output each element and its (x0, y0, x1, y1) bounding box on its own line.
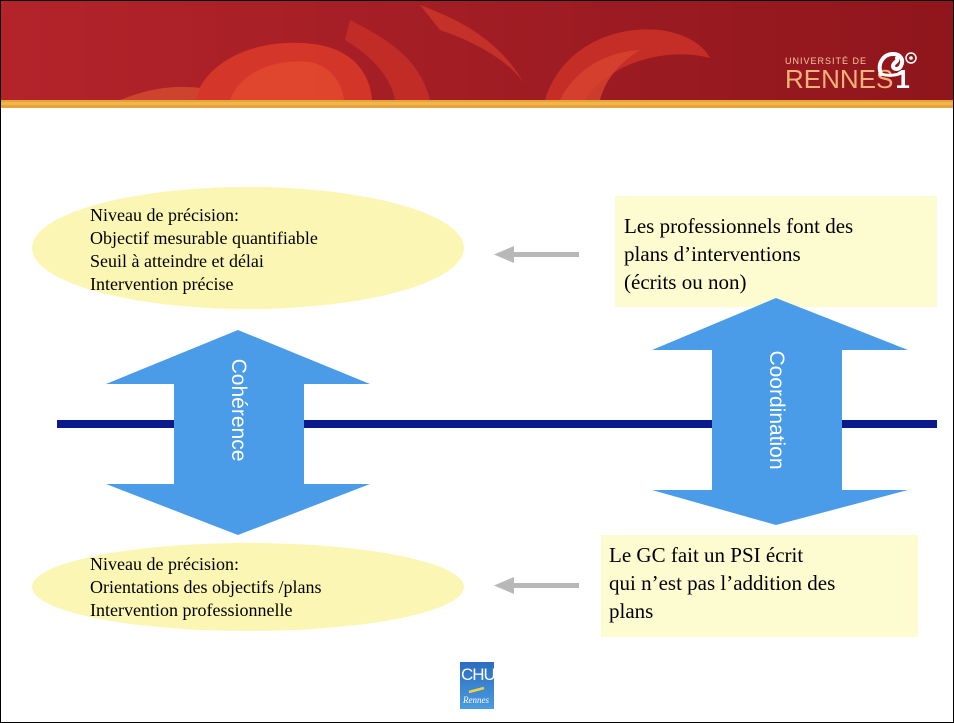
top-ellipse (32, 187, 464, 309)
coherence-label: Cohérence (227, 358, 250, 462)
swan-icon (877, 51, 917, 77)
logo-small-text: UNIVERSITÉ DE (785, 56, 868, 66)
universite-rennes-logo: UNIVERSITÉ DE RENNES1 (785, 51, 935, 95)
logo-digit: 1 (895, 64, 910, 94)
top-box-line: Les professionnels font des (624, 214, 854, 238)
chu-logo-text: CHU (461, 665, 496, 684)
coherence-double-arrow (106, 330, 370, 535)
top-ellipse-text: Niveau de précision: Objectif mesurable … (90, 204, 318, 296)
bottom-ellipse-line: Intervention professionnelle (90, 600, 293, 620)
bottom-box-line: qui n’est pas l’addition des (609, 571, 836, 595)
coordination-label: Coordination (765, 350, 788, 470)
top-box-line: plans d’interventions (624, 242, 801, 266)
bottom-box-line: plans (609, 599, 654, 623)
top-ellipse-line: Niveau de précision: (90, 205, 239, 225)
bottom-gray-arrow (494, 577, 579, 594)
bottom-ellipse-text: Niveau de précision: Orientations des ob… (90, 553, 321, 622)
top-ellipse-line: Seuil à atteindre et délai (90, 251, 264, 271)
header-banner: UNIVERSITÉ DE RENNES1 (0, 0, 954, 118)
bottom-box-line: Le GC fait un PSI écrit (609, 543, 804, 567)
chu-logo-graphic (460, 662, 494, 709)
top-box-text: Les professionnels font des plans d’inte… (624, 212, 853, 296)
top-ellipse-line: Objectif mesurable quantifiable (90, 228, 318, 248)
logo-name: RENNES (785, 64, 894, 94)
top-gray-arrow (494, 246, 579, 263)
chu-logo-sub: Rennes (463, 695, 489, 705)
bottom-ellipse-line: Orientations des objectifs /plans (90, 577, 322, 597)
logo-big-text: RENNES1 (785, 64, 910, 95)
top-box (615, 196, 937, 307)
chu-rennes-logo: CHU Rennes (460, 662, 496, 709)
bottom-box-text: Le GC fait un PSI écrit qui n’est pas l’… (609, 541, 835, 625)
bottom-ellipse (32, 543, 464, 631)
horizontal-axis (57, 420, 937, 428)
top-ellipse-line: Intervention précise (90, 274, 234, 294)
top-box-line: (écrits ou non) (624, 270, 747, 294)
coordination-double-arrow (652, 298, 908, 525)
bottom-box (601, 535, 918, 637)
bottom-ellipse-line: Niveau de précision: (90, 554, 239, 574)
header-background (0, 0, 954, 118)
